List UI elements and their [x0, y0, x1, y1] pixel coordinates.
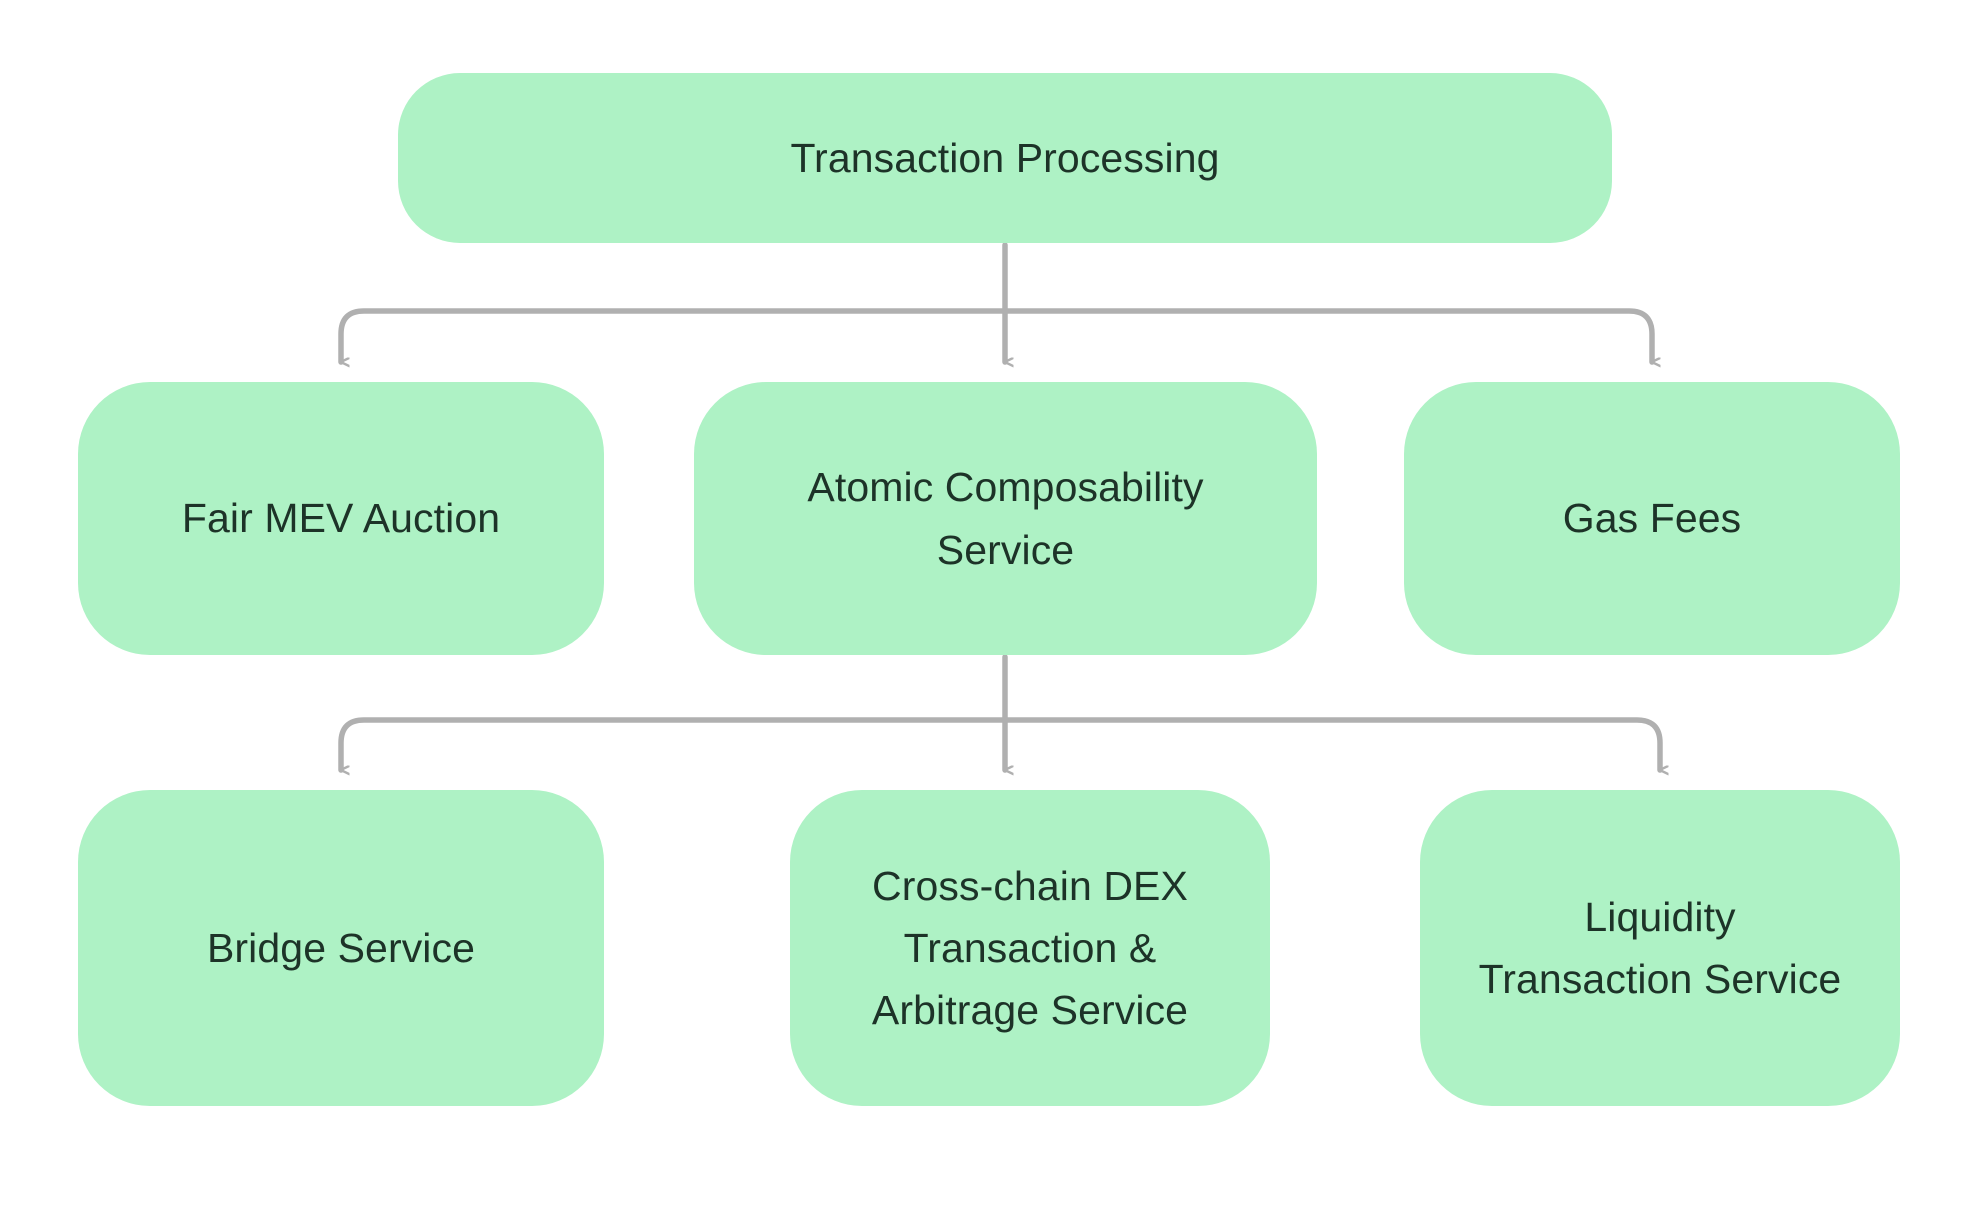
node-transaction-processing[interactable]: Transaction Processing: [398, 73, 1612, 243]
edge-group-atomic: [338, 654, 1660, 770]
edge-root-to-gas: [1002, 308, 1652, 362]
edge-root-to-mev: [338, 308, 1008, 362]
node-label: Fair MEV Auction: [181, 495, 501, 542]
node-label: Gas Fees: [1562, 495, 1742, 542]
node-label: Bridge Service: [206, 924, 476, 971]
node-label: Liquidity Transaction Service: [1478, 893, 1842, 1002]
edge-atomic-to-liquidity: [1002, 717, 1660, 770]
edge-atomic-to-bridge: [338, 717, 1008, 770]
node-cross-chain-dex-transaction-arbitrage-service[interactable]: Cross-chain DEX Transaction & Arbitrage …: [790, 790, 1270, 1106]
node-label: Atomic Composability Service: [807, 464, 1204, 573]
node-atomic-composability-service[interactable]: Atomic Composability Service: [694, 382, 1317, 655]
edge-group-root: [338, 242, 1652, 362]
node-bridge-service[interactable]: Bridge Service: [78, 790, 604, 1106]
node-label: Transaction Processing: [790, 134, 1220, 181]
node-liquidity-transaction-service[interactable]: Liquidity Transaction Service: [1420, 790, 1900, 1106]
node-gas-fees[interactable]: Gas Fees: [1404, 382, 1900, 655]
node-fair-mev-auction[interactable]: Fair MEV Auction: [78, 382, 604, 655]
node-label: Cross-chain DEX Transaction & Arbitrage …: [871, 862, 1189, 1034]
